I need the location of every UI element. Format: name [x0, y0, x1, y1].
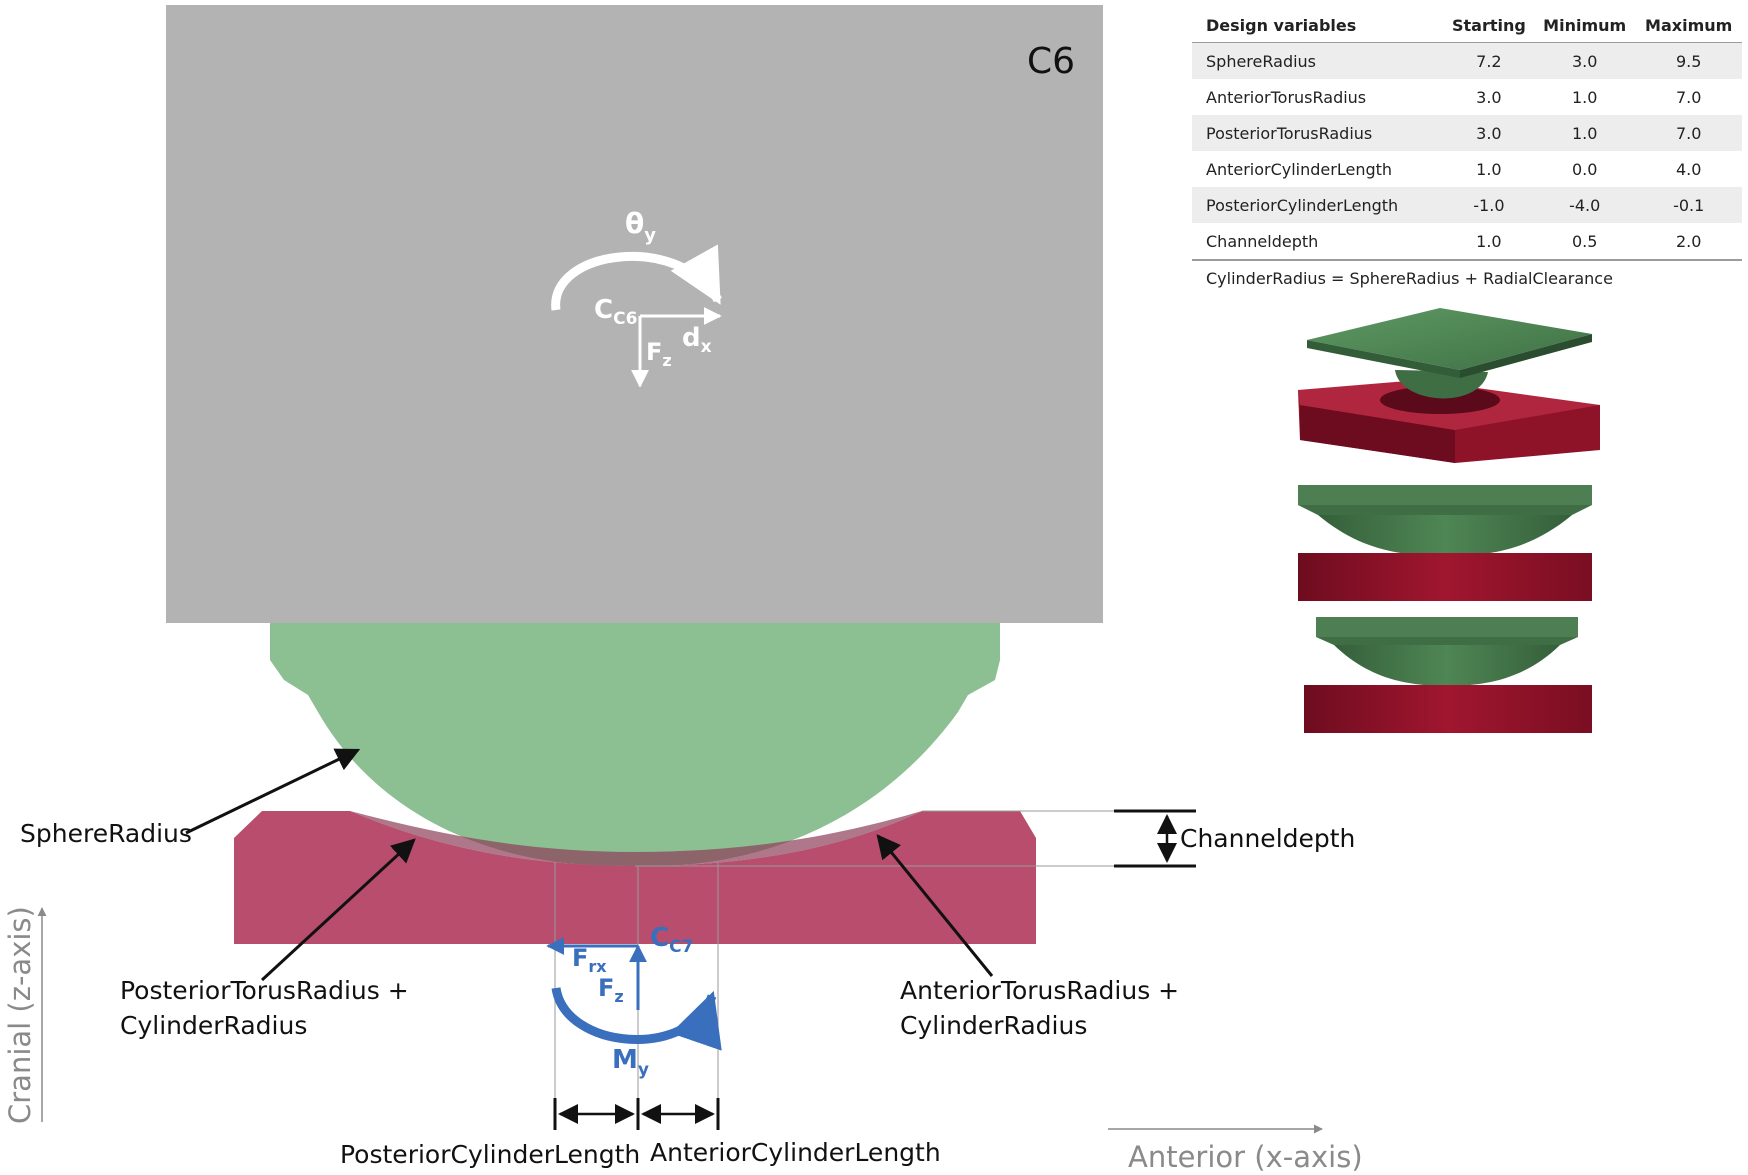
frx-label: Frx	[572, 944, 607, 976]
cell-starting: 1.0	[1476, 159, 1502, 179]
theta-rotation-arrow	[551, 244, 722, 311]
cell-variable: AnteriorTorusRadius	[1206, 87, 1367, 107]
cell-maximum: 9.5	[1635, 42, 1742, 79]
posterior-cyl-len-label: PosteriorCylinderLength	[340, 1140, 640, 1169]
anterior-torus-leader	[876, 834, 994, 977]
design-variables-table: Design variables Starting Minimum Maximu…	[1192, 9, 1742, 261]
header-maximum: Maximum	[1635, 9, 1742, 43]
cell-variable: SphereRadius	[1192, 42, 1444, 79]
c6-vertebra-block	[166, 5, 1103, 623]
header-minimum: Minimum	[1533, 9, 1636, 43]
fz-bottom-label: Fz	[598, 974, 624, 1006]
dx-label: dx	[682, 323, 712, 357]
anterior-cyl-len-label: AnteriorCylinderLength	[650, 1138, 941, 1167]
header-design-variables: Design variables	[1192, 9, 1444, 43]
table-row: AnteriorTorusRadius 3.0 1.0 7.0	[1192, 79, 1742, 115]
cell-starting: -1.0	[1443, 187, 1534, 223]
cell-maximum: -0.1	[1635, 187, 1742, 223]
cell-starting: 3.0	[1476, 87, 1502, 107]
cell-minimum: 0.5	[1533, 223, 1636, 261]
cranial-axis-label: Cranial (z-axis)	[3, 906, 37, 1124]
table-header-row: Design variables Starting Minimum Maximu…	[1192, 9, 1742, 43]
implant-3d-side-view-1	[1298, 485, 1592, 601]
sphere-radius-label: SphereRadius	[20, 819, 192, 848]
cell-variable: PosteriorTorusRadius	[1192, 115, 1444, 151]
cell-variable: AnteriorCylinderLength	[1206, 159, 1393, 179]
c6-label: C6	[1027, 41, 1075, 82]
my-label: My	[612, 1045, 649, 1080]
cylinder-radius-formula: CylinderRadius = SphereRadius + RadialCl…	[1206, 269, 1613, 288]
cell-minimum: -4.0	[1533, 187, 1636, 223]
table-row: Channeldepth 1.0 0.5 2.0	[1192, 223, 1742, 261]
my-moment-arrow	[551, 986, 722, 1051]
table-row: SphereRadius 7.2 3.0 9.5	[1192, 42, 1742, 79]
channel-depth-label: Channeldepth	[1180, 824, 1355, 853]
lower-implant-red	[234, 811, 1036, 944]
cell-starting: 7.2	[1443, 42, 1534, 79]
implant-3d-side-view-2	[1304, 617, 1592, 733]
anterior-torus-label-2: CylinderRadius	[900, 1011, 1087, 1040]
cell-maximum: 4.0	[1675, 159, 1702, 179]
table-row: PosteriorCylinderLength -1.0 -4.0 -0.1	[1192, 187, 1742, 223]
cell-maximum: 2.0	[1635, 223, 1742, 261]
header-starting: Starting	[1443, 9, 1534, 43]
posterior-torus-label-1: PosteriorTorusRadius +	[120, 976, 409, 1005]
cell-minimum: 1.0	[1533, 115, 1636, 151]
table-row: PosteriorTorusRadius 3.0 1.0 7.0	[1192, 115, 1742, 151]
table-row: AnteriorCylinderLength 1.0 0.0 4.0	[1192, 151, 1742, 187]
theta-label: θy	[625, 207, 656, 246]
cell-variable: Channeldepth	[1192, 223, 1444, 261]
implant-3d-iso-view	[1298, 308, 1600, 463]
posterior-torus-label-2: CylinderRadius	[120, 1011, 307, 1040]
cell-maximum: 7.0	[1675, 87, 1702, 107]
cell-minimum: 3.0	[1533, 42, 1636, 79]
cell-minimum: 0.0	[1571, 159, 1598, 179]
c6-center-label: CC6	[594, 295, 637, 329]
cell-starting: 3.0	[1443, 115, 1534, 151]
posterior-torus-leader	[260, 838, 416, 982]
c7-center-label: CC7	[650, 923, 693, 957]
anterior-axis-label: Anterior (x-axis)	[1128, 1140, 1363, 1174]
channel-shadow	[350, 811, 922, 866]
fz-top-label: Fz	[646, 338, 672, 370]
sphere-radius-leader	[185, 748, 361, 835]
anterior-torus-label-1: AnteriorTorusRadius +	[900, 976, 1179, 1005]
cell-minimum: 1.0	[1571, 87, 1598, 107]
upper-implant-green	[270, 623, 1000, 867]
cell-variable: PosteriorCylinderLength	[1192, 187, 1444, 223]
cell-starting: 1.0	[1443, 223, 1534, 261]
cell-maximum: 7.0	[1635, 115, 1742, 151]
